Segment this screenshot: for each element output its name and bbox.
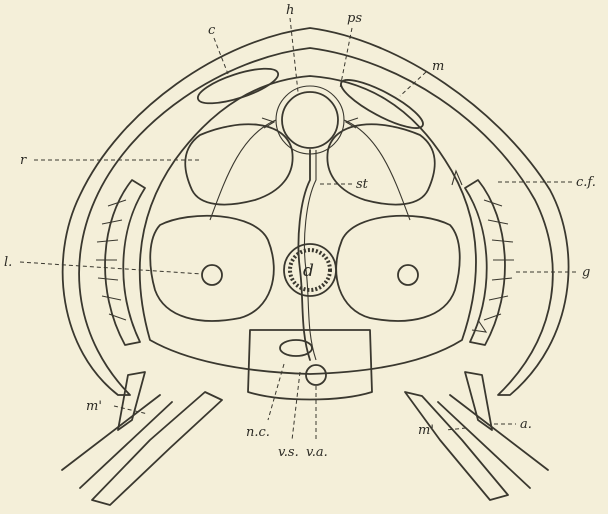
label-ps: ps — [347, 11, 362, 26]
arrow-gill-right — [472, 320, 486, 332]
label-nc: n.c. — [246, 425, 270, 440]
muscle-right — [465, 372, 492, 430]
label-c: c — [208, 23, 216, 38]
ventral-artery — [306, 365, 326, 385]
heart — [282, 92, 338, 148]
label-d: d — [303, 261, 314, 281]
limb-left-inner — [92, 392, 222, 505]
label-l: l. — [4, 255, 12, 270]
liver-left — [150, 216, 274, 321]
pericardial-sinus-left — [185, 124, 292, 204]
label-vs: v.s. — [278, 445, 299, 460]
label-cf: c.f. — [576, 175, 596, 190]
limb-right-outer — [438, 395, 548, 488]
label-h: h — [286, 3, 294, 18]
label-r: r — [20, 153, 27, 168]
label-m-prime-right: m' — [418, 423, 434, 438]
pericardial-sinus-right — [327, 124, 434, 204]
label-st: st — [356, 177, 369, 192]
muscle-m — [336, 72, 428, 136]
label-a: a. — [520, 417, 532, 432]
muscle-left — [118, 372, 145, 430]
muscle-c — [194, 62, 281, 111]
liver-right — [336, 216, 460, 321]
limb-right-inner — [405, 392, 508, 500]
label-m-prime-left: m' — [86, 399, 102, 414]
label-g: g — [582, 265, 590, 280]
sternum — [248, 330, 372, 400]
label-va: v.a. — [306, 445, 328, 460]
label-m: m — [432, 59, 444, 74]
